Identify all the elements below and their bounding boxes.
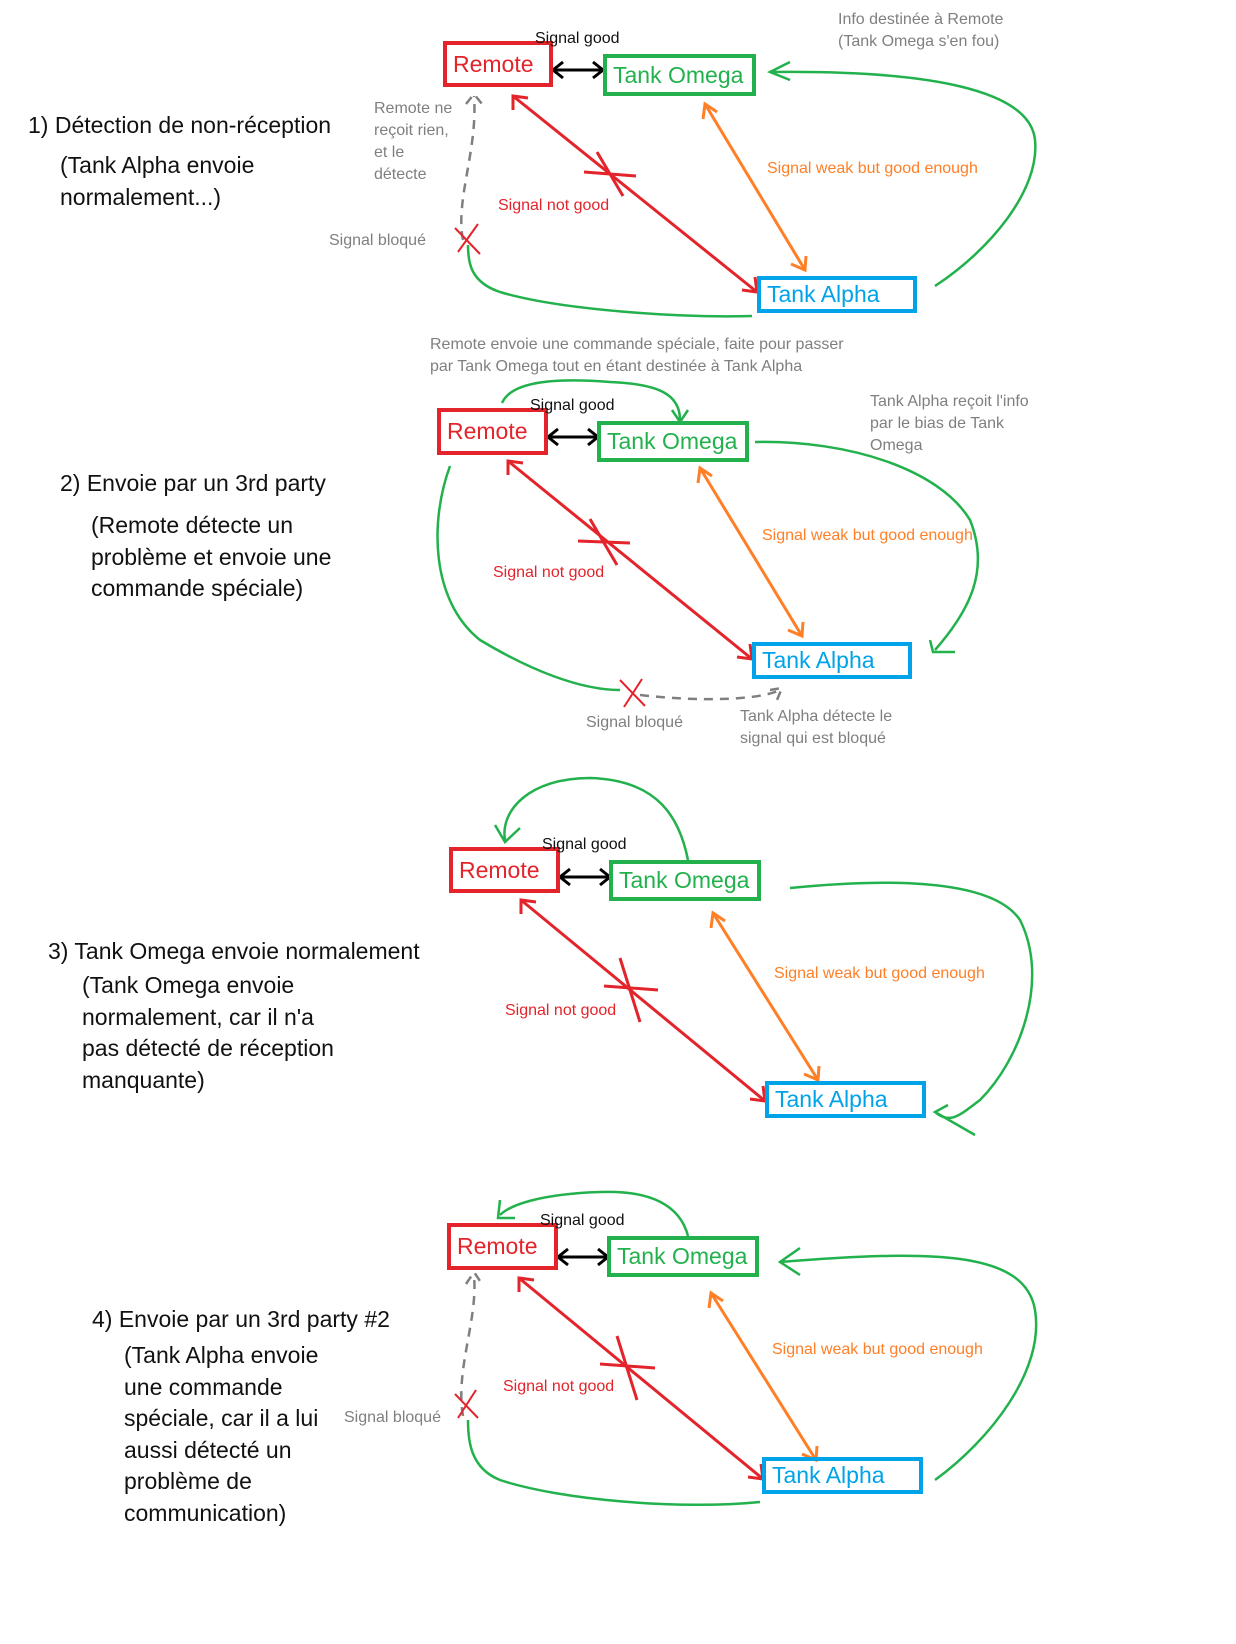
label-signal-good: Signal good: [530, 397, 615, 414]
panel-title: 4) Envoie par un 3rd party #2: [92, 1306, 390, 1332]
note-top: Remote envoie une commande spéciale, fai…: [430, 336, 844, 375]
remote-to-alpha-path: [436, 465, 621, 692]
node-tank-omega: Tank Omega: [607, 1236, 759, 1277]
signal-not-good-arrow: [506, 459, 754, 661]
signal-weak-arrow: [701, 101, 808, 273]
omega-to-remote-path: [493, 776, 690, 861]
signal-good-arrow: [555, 1247, 611, 1267]
blocked-path-dashed: [460, 1269, 484, 1417]
note-top: Info destinée à Remote (Tank Omega s'en …: [838, 11, 1004, 50]
blocked-x-mark: [619, 678, 646, 708]
node-tank-alpha: Tank Alpha: [757, 276, 917, 313]
alpha-to-remote-path: [466, 1419, 761, 1507]
node-tank-omega: Tank Omega: [609, 860, 761, 901]
label-signal-not-good: Signal not good: [498, 197, 610, 214]
node-tank-alpha: Tank Alpha: [765, 1081, 926, 1118]
panel-description: (Tank Omega envoie normalement, car il n…: [82, 972, 334, 1093]
signal-good-arrow: [550, 60, 606, 80]
node-tank-omega: Tank Omega: [603, 54, 756, 96]
label-signal-weak: Signal weak but good enough: [774, 965, 985, 982]
signal-not-good-arrow: [519, 898, 767, 1103]
blocked-path-dashed: [639, 686, 785, 701]
blocked-path-dashed: [460, 91, 483, 241]
panel-title: 1) Détection de non-réception: [28, 112, 332, 138]
panel-3-arrows: [493, 776, 1034, 1137]
alpha-to-omega-path: [777, 1246, 1038, 1482]
blocked-x-mark: [454, 1389, 479, 1419]
label-signal-blocked: Signal bloqué: [344, 1409, 441, 1426]
info-path-arrow: [766, 60, 1037, 288]
label-signal-weak: Signal weak but good enough: [772, 1341, 983, 1358]
signal-good-arrow: [545, 427, 601, 447]
signal-good-arrow: [557, 867, 613, 887]
node-tank-alpha: Tank Alpha: [752, 642, 912, 679]
label-signal-good: Signal good: [535, 30, 620, 47]
label-signal-blocked: Signal bloqué: [329, 232, 426, 249]
node-remote: Remote: [437, 408, 548, 455]
panel-description: (Tank Alpha envoie une commande spéciale…: [124, 1342, 319, 1526]
node-tank-omega: Tank Omega: [597, 421, 749, 462]
node-remote: Remote: [447, 1223, 558, 1270]
label-signal-weak: Signal weak but good enough: [762, 527, 973, 544]
alpha-to-remote-path: [466, 244, 753, 318]
signal-weak-arrow: [696, 465, 805, 639]
panel-description: (Tank Alpha envoie normalement...): [60, 152, 255, 210]
omega-to-remote-path: [496, 1190, 690, 1237]
note-side: Remote ne reçoit rien, et le détecte: [374, 100, 453, 183]
label-signal-weak: Signal weak but good enough: [767, 160, 978, 177]
label-signal-good: Signal good: [542, 836, 627, 853]
label-signal-not-good: Signal not good: [493, 564, 605, 581]
signal-not-good-arrow: [517, 1276, 765, 1481]
panel-2-arrows: [436, 379, 980, 708]
signal-weak-arrow: [709, 910, 821, 1083]
omega-to-alpha-path: [789, 881, 1034, 1137]
node-remote: Remote: [449, 847, 560, 893]
label-signal-not-good: Signal not good: [503, 1378, 615, 1395]
label-signal-not-good: Signal not good: [505, 1002, 617, 1019]
signal-weak-arrow: [707, 1290, 819, 1463]
omega-to-alpha-path: [754, 440, 980, 654]
node-remote: Remote: [443, 41, 553, 87]
panel-title: 2) Envoie par un 3rd party: [60, 470, 326, 496]
label-signal-blocked: Signal bloqué: [586, 714, 683, 731]
panel-title: 3) Tank Omega envoie normalement: [48, 938, 420, 964]
panel-4-arrows: [454, 1190, 1038, 1507]
panel-description: (Remote détecte un problème et envoie un…: [91, 512, 332, 601]
signal-not-good-arrow: [511, 94, 759, 294]
note-bottom: Tank Alpha détecte le signal qui est blo…: [740, 708, 893, 747]
blocked-x-mark: [454, 223, 481, 255]
note-right: Tank Alpha reçoit l'info par le bias de …: [870, 393, 1029, 454]
label-signal-good: Signal good: [540, 1212, 625, 1229]
panel-1-arrows: [454, 60, 1037, 318]
node-tank-alpha: Tank Alpha: [762, 1457, 923, 1494]
